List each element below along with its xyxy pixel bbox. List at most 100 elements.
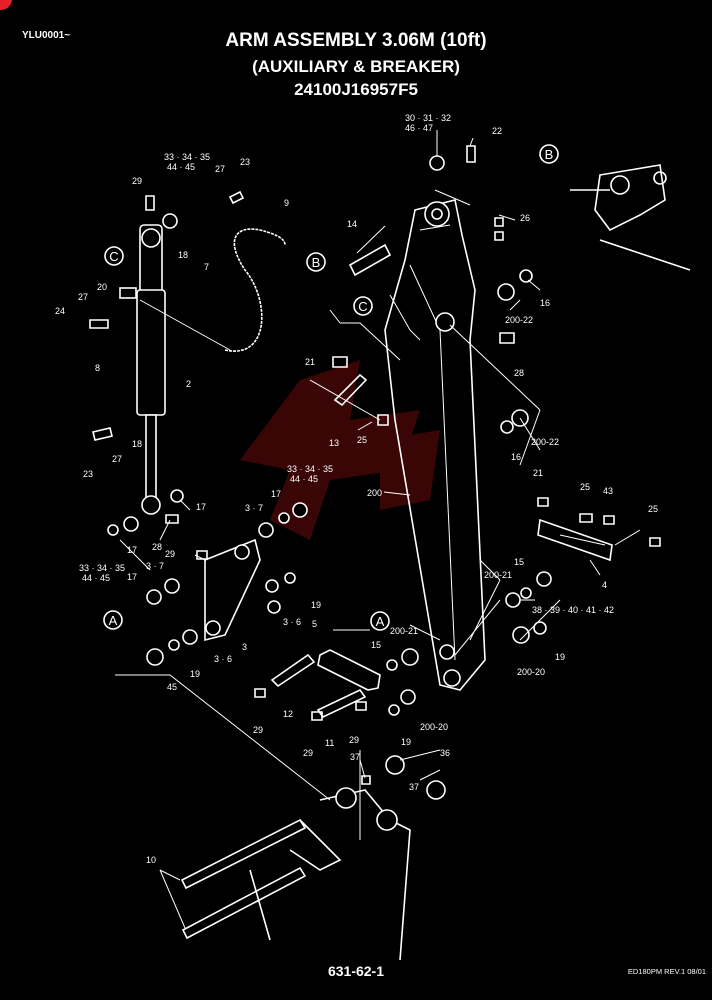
label: 10 [146,855,156,865]
label: 38 · 39 · 40 · 41 · 42 [532,605,614,615]
label: 21 [305,357,315,367]
label: 8 [95,363,100,373]
bucket [249,787,411,961]
label: 27 [78,292,88,302]
label: 15 [514,557,524,567]
label: 23 [240,157,250,167]
svg-text:A: A [376,614,385,629]
label: 19 [190,669,200,679]
link-5 [317,649,381,691]
label: 30 · 31 · 32 [405,113,451,123]
label: 17 [127,545,137,555]
label: 3 · 7 [245,503,263,513]
corner-badge [0,0,12,10]
label: 12 [283,709,293,719]
label: 14 [347,219,357,229]
label: 15 [371,640,381,650]
label: 17 [271,489,281,499]
callout-C-2: C [353,296,373,316]
label: 37 [409,782,419,792]
label: 44 · 45 [82,573,110,583]
label: 29 [349,735,359,745]
link-4 [537,518,613,562]
label: 18 [178,250,188,260]
callout-A-1: A [103,610,123,630]
watermark-logo [240,360,440,540]
label: 29 [253,725,263,735]
label: 46 · 47 [405,123,433,133]
svg-text:B: B [545,147,554,162]
label: 36 [440,748,450,758]
label: 17 [196,502,206,512]
washers-bushings [107,155,552,800]
link-3 [204,538,261,642]
label: 27 [215,164,225,174]
label: 13 [329,438,339,448]
label: 18 [132,439,142,449]
label: 37 [350,752,360,762]
label: 200-22 [531,437,559,447]
page-title: ARM ASSEMBLY 3.06M (10ft) [225,30,487,51]
label: 19 [311,600,321,610]
label: 200-20 [420,722,448,732]
page-number: 631-62-1 [327,963,385,979]
label: 21 [533,468,543,478]
serial-range-code: YLU0001~ [22,30,71,41]
label: 44 · 45 [290,474,318,484]
svg-text:C: C [109,249,118,264]
label: 3 · 6 [283,617,301,627]
label: 26 [520,213,530,223]
label: 29 [303,748,313,758]
label: 16 [540,298,550,308]
label: 200 [367,488,382,498]
label: 20 [97,282,107,292]
callout-A-2: A [370,611,390,631]
label: 2 [186,379,191,389]
label: 29 [165,549,175,559]
label: 200-21 [484,570,512,580]
label: 33 · 34 · 35 [79,563,125,573]
label: 28 [152,542,162,552]
page-subtitle: (AUXILIARY & BREAKER) [252,57,460,76]
label: 45 [167,682,177,692]
svg-text:B: B [312,255,321,270]
label: 23 [83,469,93,479]
label: 19 [401,737,411,747]
label: 200-21 [390,626,418,636]
label: 25 [648,504,658,514]
label: 4 [602,580,607,590]
label: 9 [284,198,289,208]
svg-text:A: A [109,613,118,628]
leader-lines [115,130,641,929]
label: 3 · 7 [146,561,164,571]
label: 3 · 6 [214,654,232,664]
part-labels: 29 33 · 34 · 35 44 · 45 27 23 18 7 9 27 … [55,113,658,865]
label: 17 [127,572,137,582]
label: 25 [357,435,367,445]
label: 5 [312,619,317,629]
revision-note: ED180PM REV.1 08/01 [627,967,706,976]
label: 19 [555,652,565,662]
label: 33 · 34 · 35 [287,464,333,474]
label: 28 [514,368,524,378]
bolts-fittings [89,145,661,785]
label: 200-22 [505,315,533,325]
assembly-part-number: 24100J16957F5 [294,80,418,99]
label: 7 [204,262,209,272]
callout-C-1: C [104,246,124,266]
label: 11 [325,738,334,748]
arm-body [384,199,486,691]
label: 25 [580,482,590,492]
label: 27 [112,454,122,464]
label: 24 [55,306,65,316]
label: 16 [511,452,521,462]
label: 3 [242,642,247,652]
boom-end [570,164,691,271]
pins [180,243,392,940]
hydraulic-cylinder [119,224,166,515]
callout-B-2: B [539,144,559,164]
label: 29 [132,176,142,186]
label: 44 · 45 [167,162,195,172]
